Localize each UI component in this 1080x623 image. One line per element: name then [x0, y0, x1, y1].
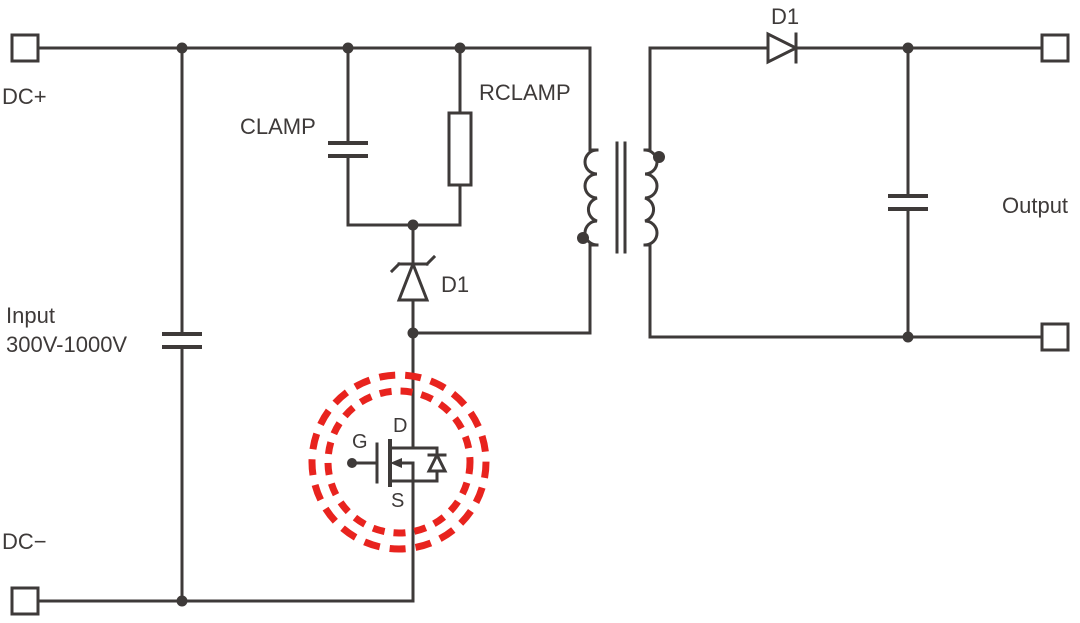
mosfet-highlight [308, 371, 490, 553]
label-dc-plus: DC+ [2, 84, 47, 109]
transformer-primary-winding [583, 148, 599, 247]
rclamp-resistor [411, 46, 473, 227]
transformer-secondary-phasing-dot [653, 151, 665, 163]
junction-dots [176, 42, 914, 607]
wire-rclamp-bottom [411, 183, 462, 227]
junction-dot [902, 42, 914, 54]
label-output: Output [1002, 193, 1068, 218]
label-input-line1: Input [6, 303, 55, 328]
clamp-capacitor [328, 46, 415, 227]
junction-dot [176, 42, 188, 54]
mosfet-highlight-outer-circle [308, 371, 490, 553]
circuit-wires [10, 31, 1070, 616]
label-dc-minus: DC− [2, 529, 47, 554]
transformer [583, 141, 659, 254]
junction-dot [176, 595, 188, 607]
label-input-line2: 300V-1000V [6, 332, 127, 357]
output-capacitor [888, 46, 928, 339]
mosfet-body-diode [411, 446, 448, 483]
output-diode-d1 [766, 31, 1044, 65]
mosfet-gate-terminal-dot [347, 458, 357, 468]
label-d1-primary: D1 [441, 272, 469, 297]
labels: DC+ DC− Input 300V-1000V CLAMP RCLAMP D1… [2, 4, 1068, 554]
mosfet-highlight-inner-circle [324, 387, 474, 537]
junction-dot [342, 42, 354, 54]
d1-anode-triangle [396, 259, 430, 302]
terminal-dc-minus [10, 586, 40, 616]
output-diode-triangle [766, 31, 800, 65]
rclamp-resistor-body [447, 111, 473, 187]
transformer-secondary-winding [643, 148, 659, 247]
junction-dot [407, 327, 419, 339]
mosfet-body-arrow [390, 458, 402, 468]
input-capacitor [162, 46, 202, 603]
junction-dot [407, 219, 419, 231]
label-mosfet-source: S [391, 490, 404, 512]
label-mosfet-gate: G [352, 431, 368, 453]
mosfet-source-lead [400, 461, 415, 603]
body-diode-bottom-lead [411, 469, 439, 483]
label-d1-secondary: D1 [771, 4, 799, 29]
label-clamp: CLAMP [240, 114, 316, 139]
label-mosfet-drain: D [393, 415, 407, 437]
terminal-dc-plus [10, 33, 40, 63]
clamp-diode-d1 [389, 223, 437, 335]
body-diode-triangle [426, 451, 448, 473]
wire-clamp-cap-bottom [346, 154, 415, 227]
label-rclamp: RCLAMP [479, 80, 571, 105]
junction-dot [902, 331, 914, 343]
wire-secondary-top [643, 46, 770, 152]
wire-secondary-bottom [643, 243, 1044, 339]
transformer-primary-phasing-dot [577, 232, 589, 244]
junction-dot [454, 42, 466, 54]
mosfet [350, 331, 448, 603]
terminal-output-minus [1040, 322, 1070, 352]
terminal-output-plus [1040, 33, 1070, 63]
